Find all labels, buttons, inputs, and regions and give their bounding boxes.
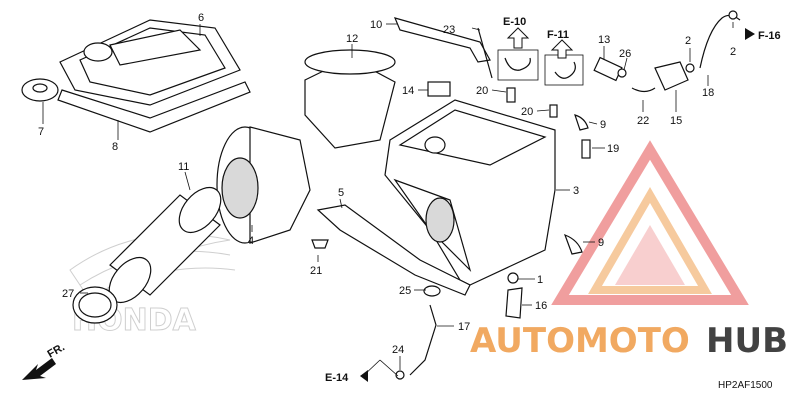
callout-9a: 9: [600, 119, 606, 131]
ref-label-f11: F-11: [547, 29, 569, 41]
clip-2b: [728, 10, 738, 20]
rubber-block: [427, 81, 451, 97]
callout-20a: 20: [476, 85, 488, 97]
drain-plug: [593, 56, 623, 82]
callout-22: 22: [637, 115, 649, 127]
drain-tube: [505, 287, 523, 319]
ref-arrow-e14: [360, 370, 368, 382]
air-filter-element: [304, 49, 396, 149]
ref-label-e10: E-10: [503, 16, 526, 28]
connecting-tube: [108, 186, 222, 304]
filter-cage: [216, 126, 311, 244]
callout-23: 23: [443, 24, 455, 36]
callout-7: 7: [38, 126, 44, 138]
clip-1: [507, 272, 519, 284]
bolt-19: [581, 139, 591, 159]
ref-arrow-f11: [550, 39, 574, 59]
hose-e10: [497, 49, 539, 81]
callout-15: 15: [670, 115, 682, 127]
fitting-right: [549, 104, 558, 118]
callout-24: 24: [392, 344, 404, 356]
callout-1: 1: [537, 274, 543, 286]
callout-21: 21: [310, 265, 322, 277]
callout-16: 16: [535, 300, 547, 312]
callout-5: 5: [338, 187, 344, 199]
hose-f11: [544, 54, 584, 86]
callout-18: 18: [702, 87, 714, 99]
grommet: [21, 78, 59, 102]
callout-3: 3: [573, 185, 579, 197]
hose-22: [631, 87, 656, 93]
callout-10: 10: [370, 19, 382, 31]
callout-11: 11: [178, 161, 189, 173]
breather-separator: [654, 61, 689, 91]
callout-12: 12: [346, 33, 358, 45]
fitting-left: [506, 87, 516, 103]
clamp-25: [423, 285, 441, 297]
callout-26: 26: [619, 48, 631, 60]
clip-2a: [685, 63, 695, 73]
watermark-text-automoto: AUTOMOTO: [470, 321, 690, 361]
callout-17: 17: [458, 321, 470, 333]
breather-hose: [699, 14, 741, 69]
air-cleaner-case: [384, 99, 556, 286]
callout-13: 13: [598, 34, 610, 46]
ref-label-f16: F-16: [758, 30, 781, 42]
callout-2b: 2: [730, 46, 736, 58]
clip-9b: [563, 233, 583, 255]
clamp-26: [617, 68, 627, 78]
callout-8: 8: [112, 141, 118, 153]
front-arrow-icon: [22, 358, 56, 380]
strap: [393, 17, 493, 79]
callout-6: 6: [198, 12, 204, 24]
watermark-logo: [551, 140, 749, 305]
callout-19: 19: [607, 143, 619, 155]
ref-arrow-e10: [506, 27, 530, 49]
front-indicator-label: FR.: [46, 341, 67, 360]
watermark-text-hub: HUB: [706, 321, 788, 361]
diagram-code: HP2AF1500: [718, 380, 773, 391]
hose-17: [409, 304, 437, 376]
clip-24: [395, 370, 405, 380]
callout-20b: 20: [521, 106, 533, 118]
ref-label-e14: E-14: [325, 372, 349, 384]
ref-arrow-f16: [745, 28, 755, 40]
clip: [311, 239, 329, 249]
callout-9b: 9: [598, 237, 604, 249]
clip-9a: [574, 114, 589, 131]
callout-25: 25: [399, 285, 411, 297]
callout-2a: 2: [685, 35, 691, 47]
tube-band: [72, 286, 118, 324]
callout-27: 27: [62, 288, 74, 300]
air-cleaner-cover: [57, 19, 251, 133]
case-bracket: [316, 204, 471, 296]
callout-14: 14: [402, 85, 414, 97]
leader-lines: [42, 22, 734, 378]
callout-4: 4: [248, 235, 254, 247]
